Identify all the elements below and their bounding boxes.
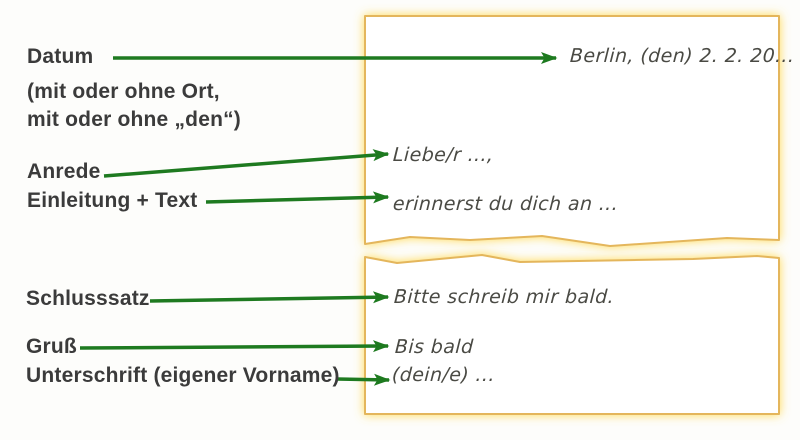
letter-signature: (dein/e) ...	[391, 364, 496, 386]
letter-opening: erinnerst du dich an ...	[392, 193, 619, 215]
arrow-schlusssatz	[149, 291, 390, 304]
arrow-gruss	[79, 340, 390, 353]
label-datum: Datum	[27, 45, 94, 68]
label-einleitung: Einleitung + Text	[27, 189, 198, 212]
letter-salutation: Liebe/r ...,	[392, 144, 495, 166]
letter-farewell: Bis bald	[394, 336, 475, 358]
letter-closing-sentence: Bitte schreib mir bald.	[393, 286, 615, 308]
letter-sheet-top	[364, 15, 780, 247]
label-schlusssatz: Schlusssatz	[26, 287, 150, 310]
letter-date: Berlin, (den) 2. 2. 20...	[569, 45, 796, 67]
label-anrede: Anrede	[27, 160, 101, 183]
arrow-einleitung	[205, 191, 390, 204]
label-unterschrift: Unterschrift (eigener Vorname)	[26, 364, 340, 387]
letter-sheet-bottom	[364, 254, 780, 415]
arrow-anrede	[103, 149, 390, 178]
label-datum-note-1: (mit oder ohne Ort,	[27, 80, 220, 103]
label-datum-note-2: mit oder ohne „den“)	[27, 108, 241, 131]
arrow-unterschrift	[336, 373, 391, 386]
label-gruss: Gruß	[26, 335, 77, 358]
